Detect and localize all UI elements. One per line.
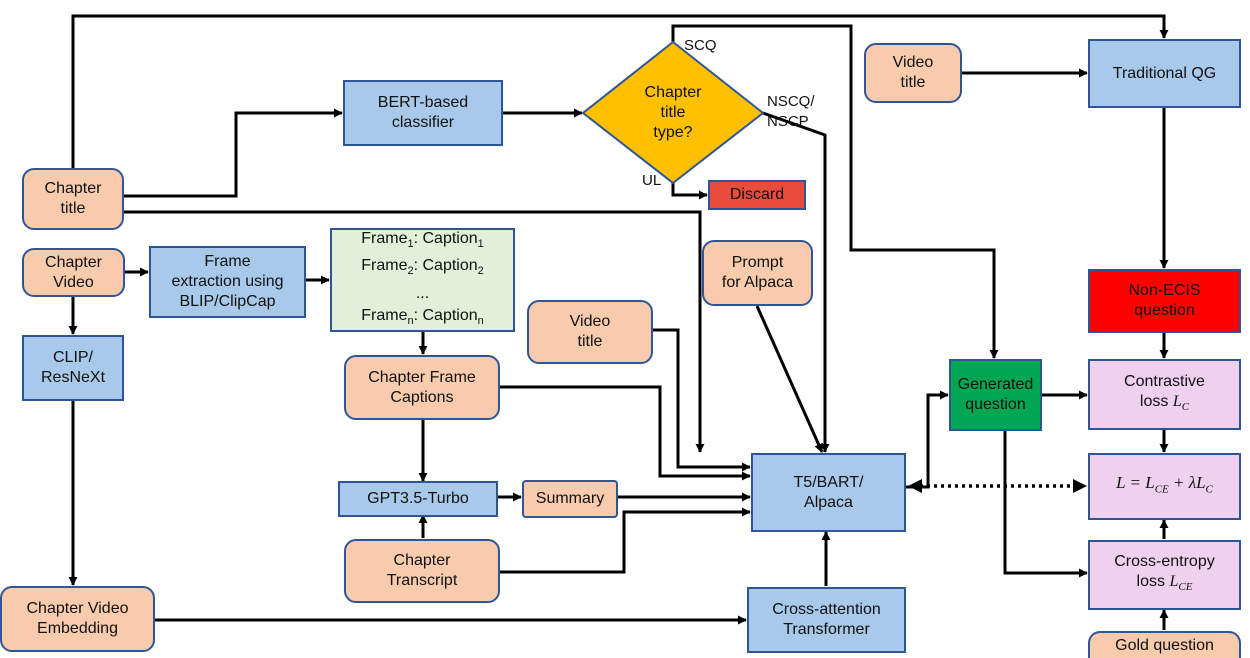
caption-line-2: Frame2: Caption2 — [361, 257, 484, 278]
video-title-mid-node: Video title — [527, 300, 653, 364]
edge-label-scq: SCQ — [684, 37, 717, 54]
edge-title-to-bert — [124, 108, 343, 198]
chapter-frame-captions-text: Chapter Frame Captions — [368, 368, 476, 406]
t5-bart-alpaca-node: T5/BART/ Alpaca — [751, 453, 906, 532]
edge-nscq-to-t5 — [762, 111, 830, 453]
chapter-title-text: Chapter title — [44, 180, 102, 217]
gold-question-node: Gold question — [1088, 631, 1241, 658]
video-title-mid-text: Video title — [569, 313, 611, 350]
edge-prompt-to-t5 — [755, 305, 824, 453]
generated-question-text: Generated question — [957, 376, 1034, 413]
bert-classifier-text: BERT-based classifier — [377, 94, 469, 131]
frame-extraction-node: Frame extraction using BLIP/ClipCap — [149, 246, 306, 318]
caption-line-n: Framen: Captionn — [361, 306, 484, 327]
decision-node: Chapter title type? — [613, 77, 733, 149]
edge-label-ul: UL — [642, 172, 662, 189]
dotted-arrowhead-left — [908, 479, 922, 493]
edge-title-to-traditional-qg — [71, 14, 1169, 168]
chapter-transcript-text: Chapter Transcript — [386, 552, 458, 589]
bert-classifier-node: BERT-based classifier — [343, 80, 503, 146]
total-loss-formula: L = LCE + λLC — [1116, 473, 1213, 496]
edge-frame-captions-to-t5 — [500, 385, 751, 481]
edge-ul-to-discard — [671, 183, 708, 200]
frame-captions-list-node: Frame1: Caption1 Frame2: Caption2 ... Fr… — [330, 228, 515, 332]
non-ecis-text: Non-ECIS question — [1128, 282, 1201, 319]
discard-text: Discard — [729, 186, 785, 203]
cross-attention-text: Cross-attention Transformer — [772, 601, 881, 638]
chapter-title-node: Chapter title — [22, 168, 124, 230]
clip-text: CLIP/ ResNeXt — [40, 349, 106, 386]
cross-entropy-loss-node: Cross-entropy loss LCE — [1088, 540, 1241, 610]
chapter-video-embedding-node: Chapter Video Embedding — [0, 586, 155, 652]
gpt-node: GPT3.5-Turbo — [338, 481, 498, 517]
clip-node: CLIP/ ResNeXt — [22, 335, 124, 401]
video-title-top-node: Video title — [864, 43, 962, 103]
discard-node: Discard — [708, 180, 806, 210]
gpt-text: GPT3.5-Turbo — [367, 490, 469, 507]
decision-text: Chapter title type? — [644, 84, 702, 141]
contrastive-loss-label: Contrastive loss LC — [1124, 372, 1205, 414]
edge-t5-to-generated — [906, 390, 949, 489]
chapter-frame-captions-node: Chapter Frame Captions — [344, 355, 500, 420]
caption-line-1: Frame1: Caption1 — [361, 230, 484, 251]
non-ecis-node: Non-ECIS question — [1088, 269, 1241, 333]
edge-title-to-t5 — [124, 210, 705, 453]
cross-attention-node: Cross-attention Transformer — [747, 587, 906, 653]
chapter-video-embedding-text: Chapter Video Embedding — [26, 600, 129, 637]
caption-dots: ... — [415, 284, 430, 302]
edge-videotitle-mid-to-t5 — [653, 328, 751, 472]
edge-transcript-to-t5 — [500, 507, 751, 574]
chapter-video-text: Chapter Video — [45, 253, 102, 291]
decision-diamond-shape — [581, 40, 765, 185]
summary-text: Summary — [535, 490, 605, 507]
video-title-top-text: Video title — [892, 54, 934, 91]
t5-bart-alpaca-text: T5/BART/ Alpaca — [793, 473, 864, 511]
traditional-qg-text: Traditional QG — [1112, 64, 1217, 82]
edge-label-nscq: NSCQ/ — [767, 93, 815, 110]
edge-label-nscp: NSCP — [767, 113, 809, 130]
total-loss-node: L = LCE + λLC — [1088, 453, 1241, 520]
prompt-alpaca-text: Prompt for Alpaca — [721, 254, 794, 291]
cross-entropy-loss-label: Cross-entropy loss LCE — [1114, 553, 1215, 594]
edge-scq-to-generated — [671, 24, 999, 359]
edge-generated-to-cross-entropy — [1003, 431, 1088, 578]
frame-extraction-text: Frame extraction using BLIP/ClipCap — [171, 253, 284, 310]
chapter-transcript-node: Chapter Transcript — [344, 539, 500, 603]
contrastive-loss-node: Contrastive loss LC — [1088, 359, 1241, 430]
generated-question-node: Generated question — [949, 359, 1042, 431]
summary-node: Summary — [522, 480, 618, 518]
prompt-alpaca-node: Prompt for Alpaca — [702, 240, 813, 306]
gold-question-text: Gold question — [1115, 636, 1214, 654]
dotted-arrowhead-right — [1073, 479, 1087, 493]
traditional-qg-node: Traditional QG — [1088, 39, 1241, 108]
chapter-video-node: Chapter Video — [22, 248, 125, 297]
